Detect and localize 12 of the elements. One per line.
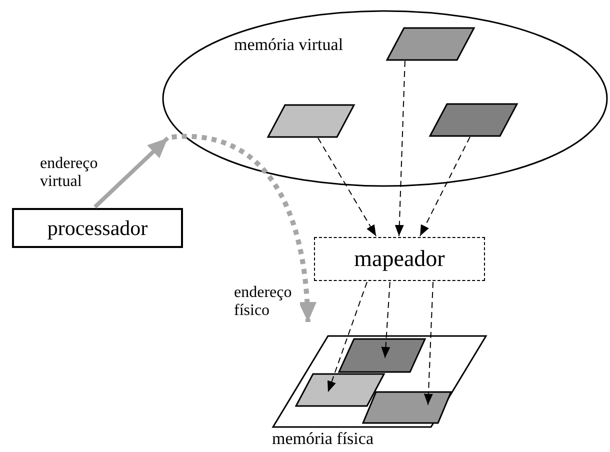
dashed-arrow — [318, 138, 377, 236]
dashed-arrow — [424, 282, 434, 406]
dashed-arrow — [420, 136, 470, 236]
node-label: memória virtual — [234, 36, 344, 55]
process-box: processador — [12, 208, 183, 248]
dashed-arrow — [172, 134, 316, 322]
arrow — [94, 136, 170, 208]
dashed-arrow — [394, 60, 406, 236]
dashed-arrow — [381, 282, 390, 358]
node-label: memória física — [272, 430, 374, 449]
dashed-arrow — [327, 282, 368, 393]
dashed-box: mapeador — [314, 237, 485, 281]
